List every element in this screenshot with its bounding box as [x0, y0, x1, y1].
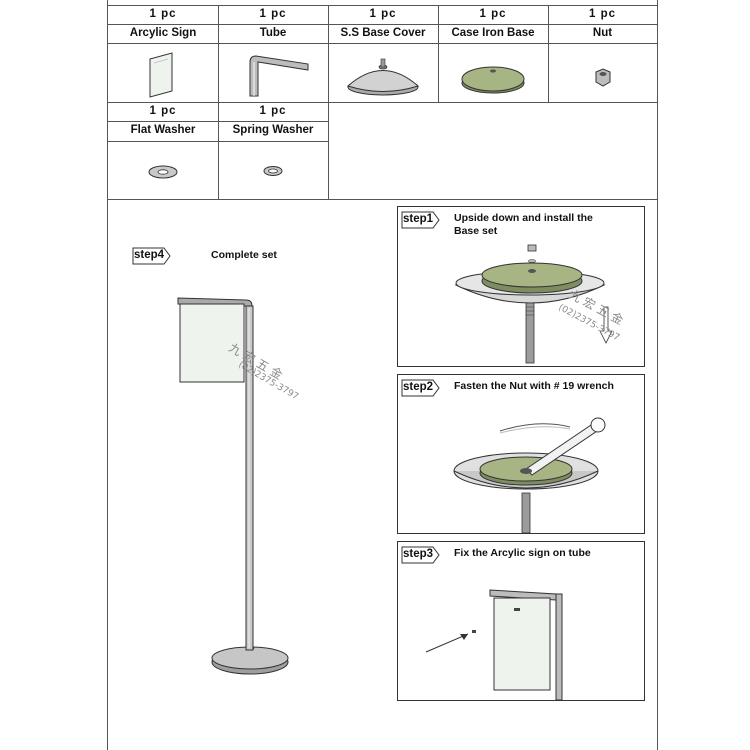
step2-panel: step2 Fasten the Nut with # 19 wrench — [397, 374, 645, 534]
part-cell-spring-washer: 1 pc Spring Washer — [218, 102, 328, 199]
col-divider — [218, 5, 219, 199]
step3-tag: step3 — [403, 548, 434, 560]
step1-tag: step1 — [403, 213, 434, 225]
step2-description: Fasten the Nut with # 19 wrench — [454, 380, 614, 392]
table-row2-bottom-rule — [108, 199, 657, 200]
part-qty: 1 pc — [588, 8, 616, 20]
nut-icon — [595, 68, 611, 87]
part-qty: 1 pc — [259, 105, 287, 117]
acrylic-sign-illustration — [149, 52, 173, 98]
part-cell-acrylic-sign: 1 pc Arcylic Sign — [108, 5, 218, 102]
part-name: Flat Washer — [130, 124, 196, 136]
part-qty: 1 pc — [369, 8, 397, 20]
part-qty: 1 pc — [259, 8, 287, 20]
col-divider — [438, 5, 439, 102]
part-qty: 1 pc — [479, 8, 507, 20]
step1-description-line2: Base set — [454, 225, 498, 237]
step-tag-arrow-icon — [401, 379, 440, 397]
step3-description: Fix the Arcylic sign on tube — [454, 547, 591, 559]
complete-set-illustration: 九 宏 五 金 (02)2375-3797 — [177, 297, 300, 675]
table-header-rule — [108, 24, 657, 25]
step1-panel: step1 Upside down and install the Base s… — [397, 206, 645, 367]
step4-tag-arrow-icon — [132, 247, 171, 265]
instruction-sheet: 1 pc Arcylic Sign 1 pc Tube 1 pc S.S Bas… — [107, 0, 658, 750]
step4-description: Complete set — [211, 249, 277, 261]
part-name: Tube — [259, 27, 287, 39]
base-cover-illustration — [347, 58, 419, 96]
part-name: Spring Washer — [232, 124, 314, 136]
step4-tag: step4 — [134, 249, 165, 261]
step-tag-arrow-icon — [401, 211, 440, 229]
table-row1-name-rule — [108, 43, 657, 44]
part-name: Nut — [592, 27, 613, 39]
part-qty: 1 pc — [149, 8, 177, 20]
step2-illustration — [453, 417, 606, 534]
step3-illustration — [425, 589, 563, 701]
part-name: Case Iron Base — [451, 27, 535, 39]
cast-iron-base-illustration — [461, 66, 525, 94]
step-tag-arrow-icon — [401, 546, 440, 564]
part-name: S.S Base Cover — [340, 27, 426, 39]
step3-panel: step3 Fix the Arcylic sign on tube — [397, 541, 645, 701]
part-name: Arcylic Sign — [129, 27, 197, 39]
col-divider — [548, 5, 549, 102]
part-cell-flat-washer: 1 pc Flat Washer — [108, 102, 218, 199]
part-cell-cast-iron-base: 1 pc Case Iron Base — [438, 5, 548, 102]
col-divider — [328, 5, 329, 199]
tube-illustration — [249, 55, 309, 97]
table-top-rule — [108, 5, 657, 6]
part-cell-tube: 1 pc Tube — [218, 5, 328, 102]
part-cell-base-cover: 1 pc S.S Base Cover — [328, 5, 438, 102]
step1-description-line1: Upside down and install the — [454, 212, 593, 224]
spring-washer-icon — [263, 166, 283, 176]
part-qty: 1 pc — [149, 105, 177, 117]
table-row1-bottom-rule — [108, 102, 657, 103]
part-cell-nut: 1 pc Nut — [548, 5, 657, 102]
step2-tag: step2 — [403, 381, 434, 393]
flat-washer-icon — [148, 165, 178, 179]
step1-illustration: 九 宏 五 金 (02)2375-3797 — [454, 244, 626, 364]
